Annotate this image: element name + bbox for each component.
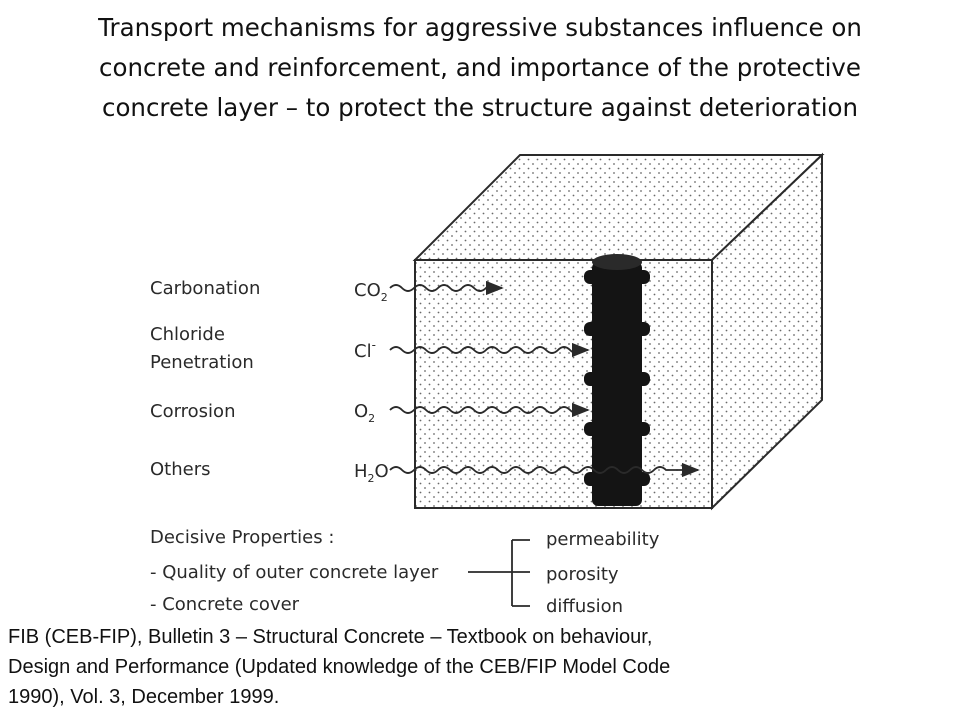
label-others: Others <box>150 459 211 480</box>
title-line-1: Transport mechanisms for aggressive subs… <box>98 13 862 42</box>
source-citation: FIB (CEB-FIP), Bulletin 3 – Structural C… <box>8 622 952 712</box>
reinforcement-bar <box>584 254 650 506</box>
title-line-3: concrete layer – to protect the structur… <box>101 93 859 122</box>
decisive-properties-heading: Decisive Properties : <box>150 527 334 548</box>
label-chloride: Chloride <box>150 324 225 345</box>
title-line-2: concrete and reinforcement, and importan… <box>99 53 861 82</box>
label-carbonation: Carbonation <box>150 278 260 299</box>
citation-line-3: 1990), Vol. 3, December 1999. <box>8 686 280 708</box>
substance-h2o: H2O <box>354 461 389 485</box>
substance-chloride: Cl- <box>354 338 376 362</box>
outcome-porosity: porosity <box>546 564 619 585</box>
label-corrosion: Corrosion <box>150 401 235 422</box>
substance-co2: CO2 <box>354 280 388 304</box>
properties-bracket <box>468 539 530 607</box>
outcome-permeability: permeability <box>546 529 660 550</box>
arrow-co2 <box>389 280 504 296</box>
outcome-diffusion: diffusion <box>546 596 623 617</box>
arrow-o2 <box>389 402 590 418</box>
label-penetration: Penetration <box>150 352 254 373</box>
citation-line-2: Design and Performance (Updated knowledg… <box>8 656 671 678</box>
slide-title: Transport mechanisms for aggressive subs… <box>0 8 960 128</box>
arrow-h2o <box>389 462 700 478</box>
arrow-chloride <box>389 342 590 358</box>
decisive-property-cover: - Concrete cover <box>150 594 300 615</box>
substance-o2: O2 <box>354 401 375 425</box>
decisive-property-quality: - Quality of outer concrete layer <box>150 562 439 583</box>
citation-line-1: FIB (CEB-FIP), Bulletin 3 – Structural C… <box>8 626 653 648</box>
